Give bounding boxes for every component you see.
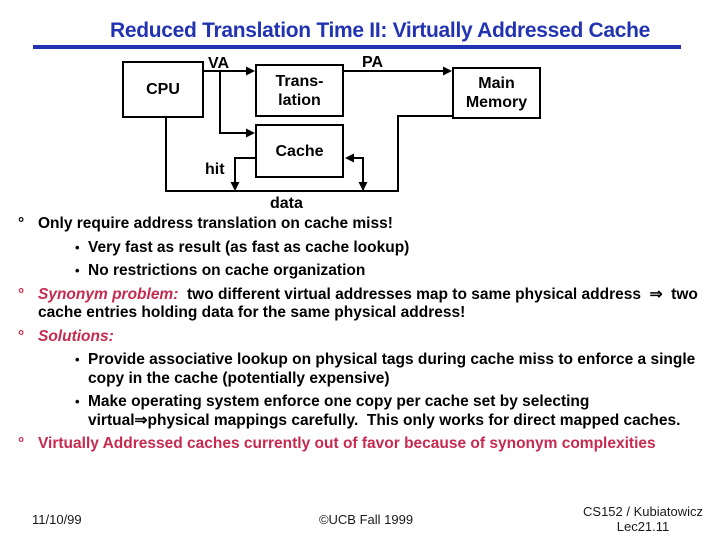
footer-date: 11/10/99 bbox=[32, 512, 82, 527]
page-title: Reduced Translation Time II: Virtually A… bbox=[109, 19, 651, 42]
cache-label: Cache bbox=[275, 142, 324, 160]
bullet-list: ° Only require address translation on ca… bbox=[18, 215, 710, 459]
bullet-text: Very fast as result (as fast as cache lo… bbox=[88, 238, 410, 256]
va-label: VA bbox=[208, 55, 230, 72]
bullet-out-of-favor: ° Virtually Addressed caches currently o… bbox=[18, 435, 710, 454]
pa-label: PA bbox=[362, 54, 384, 71]
bullet-text: Only require address translation on cach… bbox=[38, 215, 393, 232]
bullet-no-restrictions: • No restrictions on cache organization bbox=[18, 262, 710, 281]
dot-bullet-icon: • bbox=[75, 352, 80, 367]
solutions-label: Solutions: bbox=[38, 327, 114, 345]
bullet-text: Synonym problem: two different virtual a… bbox=[38, 286, 710, 323]
degree-bullet-icon: ° bbox=[18, 215, 25, 232]
bullet-translation-on-miss: ° Only require address translation on ca… bbox=[18, 215, 710, 234]
footer-lecture-number: Lec21.11 bbox=[616, 519, 670, 534]
bullet-os-enforce: • Make operating system enforce one copy… bbox=[18, 393, 710, 430]
cache-box: Cache bbox=[255, 124, 344, 178]
bullet-very-fast: • Very fast as result (as fast as cache … bbox=[18, 239, 710, 258]
bullet-text: No restrictions on cache organization bbox=[88, 262, 366, 279]
degree-bullet-icon: ° bbox=[18, 327, 25, 345]
hit-label: hit bbox=[205, 161, 225, 178]
translation-box: Trans- lation bbox=[255, 64, 344, 117]
bullet-text: Solutions: bbox=[38, 328, 710, 347]
bullet-solutions: ° Solutions: bbox=[18, 328, 710, 347]
dot-bullet-icon: • bbox=[75, 394, 80, 409]
diagram-connectors bbox=[165, 66, 452, 192]
cpu-box: CPU bbox=[122, 61, 204, 118]
translation-label-line2: lation bbox=[278, 91, 321, 109]
dot-bullet-icon: • bbox=[75, 239, 80, 255]
footer-course: CS152 / Kubiatowicz bbox=[583, 504, 703, 519]
degree-bullet-icon: ° bbox=[18, 435, 25, 452]
bullet-synonym-problem: ° Synonym problem: two different virtual… bbox=[18, 286, 710, 323]
title-underline bbox=[33, 45, 681, 49]
main-memory-label-line1: Main bbox=[478, 75, 515, 92]
bullet-text: Virtually Addressed caches currently out… bbox=[38, 435, 656, 452]
bullet-text: Make operating system enforce one copy p… bbox=[88, 393, 681, 429]
footer-copyright: ©UCB Fall 1999 bbox=[318, 512, 414, 527]
bullet-associative-lookup: • Provide associative lookup on physical… bbox=[18, 351, 710, 388]
footer-course-lecture: CS152 / Kubiatowicz Lec21.11 bbox=[563, 504, 720, 534]
synonym-problem-label: Synonym problem: bbox=[38, 285, 179, 303]
degree-bullet-icon: ° bbox=[18, 285, 25, 303]
bullet-text: Provide associative lookup on physical t… bbox=[88, 351, 700, 387]
synonym-problem-body: two different virtual addresses map to s… bbox=[38, 285, 703, 322]
main-memory-box: Main Memory bbox=[452, 67, 541, 119]
translation-label-line1: Trans- bbox=[275, 72, 324, 90]
cpu-label: CPU bbox=[146, 81, 180, 98]
main-memory-label-line2: Memory bbox=[465, 94, 528, 111]
dot-bullet-icon: • bbox=[75, 263, 80, 278]
data-label: data bbox=[270, 195, 303, 212]
